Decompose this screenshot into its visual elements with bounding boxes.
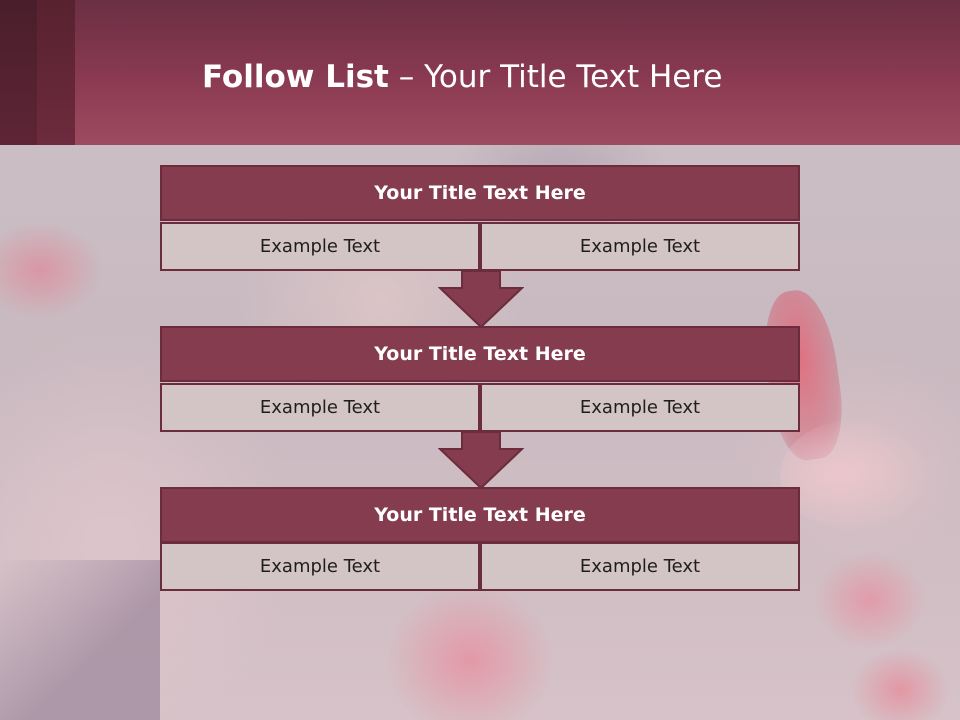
header-band: Follow List – Your Title Text Here (0, 0, 960, 145)
slide-title-separator: – (388, 59, 425, 95)
background-photo-shadow (0, 560, 160, 720)
header-accent-strip (0, 0, 37, 145)
step-title: Your Title Text Here (160, 165, 800, 221)
arrow-down-icon (438, 431, 524, 489)
step-left-text: Example Text (160, 222, 480, 271)
slide-title: Follow List – Your Title Text Here (202, 55, 722, 99)
flow-step-2: Your Title Text Here Example Text Exampl… (160, 326, 800, 432)
flow-step-1: Your Title Text Here Example Text Exampl… (160, 165, 800, 271)
arrow-down-icon (438, 270, 524, 328)
header-accent-strip (37, 0, 75, 145)
step-right-text: Example Text (480, 542, 800, 591)
step-left-text: Example Text (160, 542, 480, 591)
step-left-text: Example Text (160, 383, 480, 432)
step-title: Your Title Text Here (160, 326, 800, 382)
slide-title-bold: Follow List (202, 59, 389, 95)
step-right-text: Example Text (480, 222, 800, 271)
flow-step-3: Your Title Text Here Example Text Exampl… (160, 487, 800, 591)
background-photo-hand (780, 420, 930, 530)
slide-title-rest: Your Title Text Here (424, 59, 723, 95)
step-right-text: Example Text (480, 383, 800, 432)
step-title: Your Title Text Here (160, 487, 800, 543)
